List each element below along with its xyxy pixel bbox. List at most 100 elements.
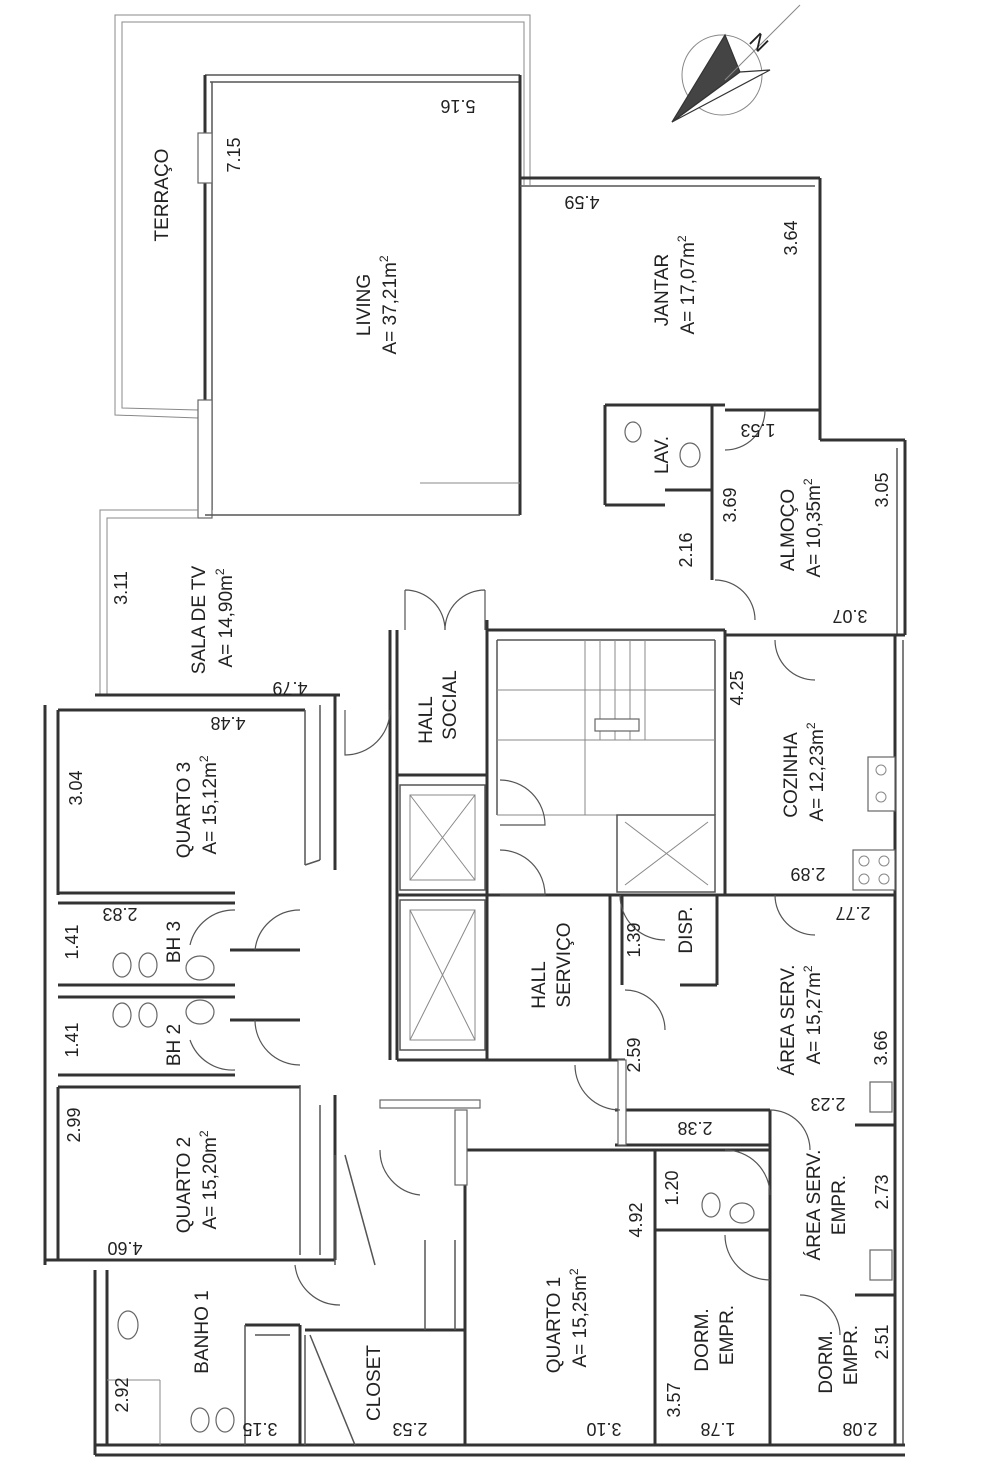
toilet-icon	[112, 421, 721, 1433]
quarto2-area: A= 15,20m2	[197, 1130, 221, 1229]
quarto1-dim2: 3.10	[586, 1419, 621, 1439]
quarto1-label: QUARTO 1	[544, 1277, 565, 1373]
living-area: A= 37,21m2	[377, 255, 401, 354]
area-serv-empr-label1: ÁREA SERV.	[804, 1150, 825, 1261]
jantar-depth: 3.64	[781, 220, 801, 255]
sala-tv-room: SALA DE TV A= 14,90m2 3.11 4.79	[111, 565, 308, 698]
almoco-room: ALMOÇO A= 10,35m2 3.69 3.05 3.07	[720, 472, 892, 626]
sala-tv-area: A= 14,90m2	[213, 568, 237, 667]
living-window	[197, 132, 213, 184]
hall-social-label2: SOCIAL	[440, 670, 461, 740]
dorm-empr-a-dim2: 1.78	[700, 1419, 735, 1439]
jantar-room: JANTAR A= 17,07m2 4.59 3.64	[564, 192, 801, 335]
lav-dim2: 2.16	[676, 532, 696, 567]
area-serv-label: ÁREA SERV.	[778, 965, 799, 1076]
jantar-label: JANTAR	[652, 254, 673, 326]
bh3-dim2: 2.83	[102, 904, 137, 924]
lav-label: LAV.	[652, 436, 673, 474]
almoco-dim1: 3.69	[720, 487, 740, 522]
living-walls	[197, 74, 522, 519]
quarto2-label: QUARTO 2	[174, 1137, 195, 1233]
closet-room: CLOSET 2.53	[364, 1345, 428, 1439]
bedrooms-left-walls	[43, 695, 337, 1265]
dorm-empr-a-label2: EMPR.	[717, 1305, 738, 1365]
quarto3-dim2: 4.48	[210, 713, 245, 733]
sala-tv-label: SALA DE TV	[189, 565, 210, 674]
sala-tv-dim1: 3.11	[111, 571, 131, 605]
hall-social: HALL SOCIAL	[416, 670, 461, 744]
bedrooms-bottom-walls	[93, 1148, 905, 1457]
doors	[189, 409, 841, 1336]
terraco-label: TERRAÇO	[152, 149, 173, 242]
core-walls	[388, 620, 727, 1062]
quarto2-room: QUARTO 2 A= 15,20m2 2.99 4.60	[64, 1107, 221, 1258]
hall-servico-dim2: 2.59	[624, 1037, 644, 1072]
quarto3-area: A= 15,12m2	[197, 755, 221, 854]
area-serv-empr-room: ÁREA SERV. EMPR. 2.73 1.20	[662, 1150, 892, 1261]
basin-icon	[117, 442, 755, 1340]
quarto2-dim1: 2.99	[64, 1107, 84, 1142]
quarto1-dim1: 4.92	[626, 1202, 646, 1237]
lav-room: LAV. 1.53 2.16	[652, 420, 776, 568]
area-serv-empr-dim2: 1.20	[662, 1170, 682, 1205]
living-door-pillar	[197, 399, 213, 519]
dorm-empr-a-dim1: 3.57	[664, 1382, 684, 1417]
living-width: 5.16	[440, 96, 475, 116]
dorm-empr-b-dim2: 2.08	[842, 1419, 877, 1439]
disp-label: DISP.	[676, 906, 697, 953]
pillars	[379, 1059, 627, 1186]
sala-tv-walls	[95, 509, 340, 697]
hall-servico: HALL SERVIÇO 1.39 2.59	[529, 922, 644, 1072]
bh3-dim1: 1.41	[62, 924, 82, 959]
terrace-rail	[114, 14, 531, 419]
almoco-area: A= 10,35m2	[801, 478, 825, 577]
hall-servico-dim1: 1.39	[624, 922, 644, 957]
area-serv-empr-dim1: 2.73	[872, 1174, 892, 1209]
banho1-dim1: 2.92	[112, 1377, 132, 1412]
dorm-empr-b-room: DORM. EMPR. 2.51 2.08	[816, 1324, 892, 1439]
area-serv-dim3: 2.23	[810, 1094, 845, 1114]
quarto1-area: A= 15,25m2	[567, 1268, 591, 1367]
closet-dim1: 2.53	[392, 1419, 427, 1439]
quarto3-room: QUARTO 3 A= 15,12m2 3.04 4.48	[66, 713, 246, 858]
living-label: LIVING	[354, 274, 375, 336]
bh3-label: BH 3	[164, 921, 185, 963]
dorm-empr-a-room: DORM. EMPR. 3.57 1.78	[664, 1305, 738, 1439]
bh2-label: BH 2	[164, 1024, 185, 1066]
hall-social-label1: HALL	[416, 696, 437, 744]
sink-icon	[867, 756, 896, 1281]
dorm-empr-b-label1: DORM.	[816, 1330, 837, 1393]
banho1-dim2: 3.15	[242, 1419, 277, 1439]
cozinha-room: COZINHA A= 12,23m2 4.25 2.89	[727, 670, 828, 884]
north-arrow-icon: N	[671, 4, 801, 123]
jantar-width: 4.59	[564, 192, 599, 212]
bh2-room: BH 2 1.41	[62, 1022, 185, 1066]
banho1-room: BANHO 1 2.92 3.15	[112, 1290, 278, 1439]
hall-servico-label1: HALL	[529, 961, 550, 1009]
living-depth: 7.15	[224, 137, 244, 172]
dorm-empr-a-label1: DORM.	[692, 1308, 713, 1371]
bh2-dim1: 1.41	[62, 1022, 82, 1057]
cozinha-dim1: 4.25	[727, 670, 747, 705]
quarto1-room: QUARTO 1 A= 15,25m2 4.92 3.10	[544, 1202, 646, 1439]
closet-label: CLOSET	[364, 1345, 385, 1421]
quarto3-dim1: 3.04	[66, 770, 86, 805]
stove-icon	[852, 849, 896, 891]
cozinha-area: A= 12,23m2	[804, 722, 828, 821]
north-label: N	[744, 28, 773, 57]
jantar-area: A= 17,07m2	[675, 235, 699, 334]
stairs-icon	[497, 640, 715, 816]
area-serv-area: A= 15,27m2	[801, 965, 825, 1064]
area-serv-dim2: 3.66	[871, 1030, 891, 1065]
dorm-empr-b-label2: EMPR.	[841, 1325, 862, 1385]
living-room: LIVING A= 37,21m2 5.16 7.15	[224, 96, 476, 355]
lav-dim1: 1.53	[740, 420, 775, 440]
dorm-empr-b-dim1: 2.51	[872, 1324, 892, 1359]
elevator-icon	[399, 784, 716, 1051]
hall-servico-label2: SERVIÇO	[554, 922, 575, 1007]
almoco-dim2: 3.05	[872, 472, 892, 507]
jantar-walls	[520, 176, 907, 635]
almoco-dim3: 3.07	[832, 606, 867, 626]
cozinha-label: COZINHA	[781, 732, 802, 818]
